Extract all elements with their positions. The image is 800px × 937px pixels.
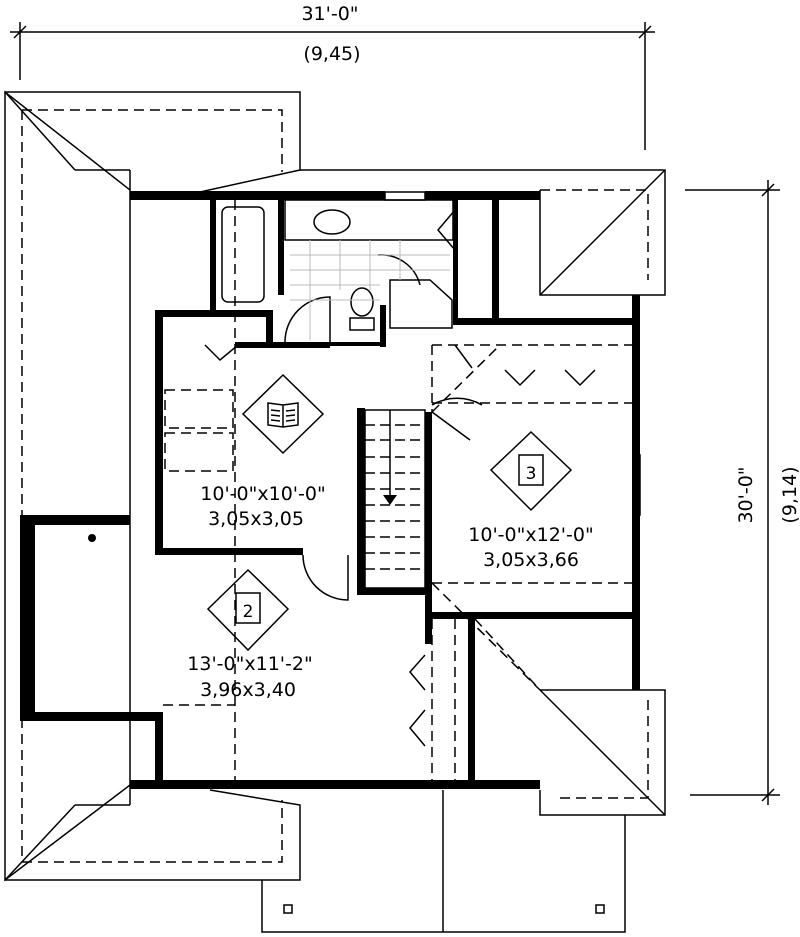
bedroom-number-icon — [518, 454, 544, 486]
room-number: 3 — [526, 464, 537, 484]
book-icon — [267, 402, 299, 428]
room-badge — [489, 430, 573, 512]
walls — [20, 191, 640, 789]
room-size-imperial: 10'-0"x12'-0" — [468, 524, 593, 546]
room-bedroom-2: 2 13'-0"x11'-2" 3,96x3,40 — [187, 568, 313, 701]
room-size-metric: 3,05x3,05 — [208, 508, 304, 530]
room-badge — [241, 373, 325, 455]
room-size-metric: 3,96x3,40 — [200, 679, 296, 701]
bathroom — [221, 199, 456, 343]
room-bedroom-3: 3 10'-0"x12'-0" 3,05x3,66 — [468, 430, 594, 571]
windows — [23, 191, 641, 661]
width-imperial-label: 31'-0" — [301, 3, 358, 25]
staircase — [364, 409, 426, 589]
width-metric-label: (9,45) — [303, 43, 360, 65]
closets-and-doors — [88, 200, 632, 780]
stair-down-arrow-icon — [383, 495, 397, 505]
room-badge — [206, 568, 290, 652]
room-number: 2 — [243, 602, 254, 622]
width-dimension: 31'-0" (9,45) — [10, 3, 655, 150]
room-study: 10'-0"x10'-0" 3,05x3,05 — [200, 373, 326, 530]
depth-imperial-label: 30'-0" — [735, 466, 757, 523]
room-size-metric: 3,05x3,66 — [483, 549, 579, 571]
depth-metric-label: (9,14) — [779, 466, 800, 523]
roof-outline — [4, 90, 666, 933]
bedroom-number-icon — [235, 592, 261, 624]
room-size-imperial: 10'-0"x10'-0" — [200, 483, 325, 505]
depth-dimension: 30'-0" (9,14) — [685, 180, 800, 805]
room-size-imperial: 13'-0"x11'-2" — [187, 653, 312, 675]
